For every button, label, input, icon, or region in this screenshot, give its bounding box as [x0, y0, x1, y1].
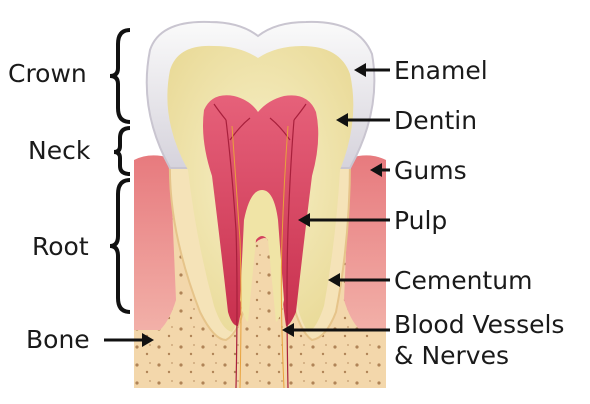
label-dentin: Dentin [394, 106, 477, 135]
label-enamel: Enamel [394, 56, 488, 85]
gum-left [134, 155, 176, 330]
root-bracket [109, 178, 131, 314]
nerves [231, 125, 289, 389]
label-bone: Bone [26, 325, 90, 354]
bone-arrow-head [142, 333, 154, 347]
dentin-arrow-head [336, 113, 348, 127]
gums-arrow-head [370, 163, 382, 177]
cementum-arrow-head [328, 273, 340, 287]
label-crown: Crown [8, 59, 87, 88]
label-cementum: Cementum [394, 266, 532, 295]
inter-root-dentin [240, 190, 284, 322]
label-pulp: Pulp [394, 206, 447, 235]
blood-vessels [213, 103, 307, 389]
vessels-arrow-head [282, 323, 294, 337]
gum-right [344, 155, 386, 330]
label-nerves: & Nerves [394, 341, 509, 370]
label-neck: Neck [28, 136, 91, 165]
enamel-arrow-head [354, 63, 366, 77]
neck-bracket [113, 126, 131, 176]
label-gums: Gums [394, 156, 467, 185]
label-blood-vessels: Blood Vessels [394, 310, 564, 339]
pulp-arrow-head [298, 213, 310, 227]
label-root: Root [32, 232, 89, 261]
crown-bracket [109, 28, 131, 124]
